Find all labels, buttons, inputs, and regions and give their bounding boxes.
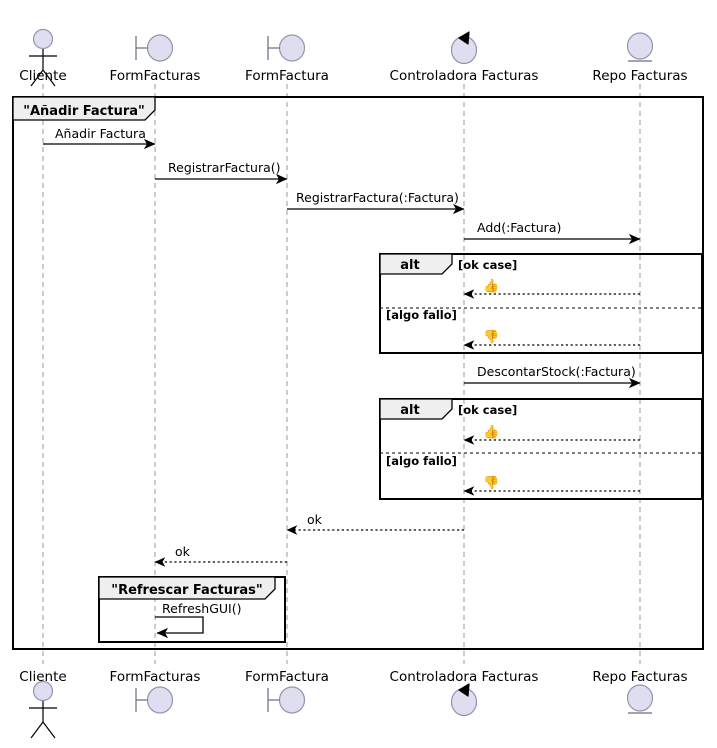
participant-icon-bottom-formfactura: [267, 686, 306, 714]
participants-bottom-layer: Cliente FormFacturas FormFactura Controlado…: [19, 669, 688, 739]
fragment-refrescar-facturas: "Refrescar Facturas": [98, 576, 286, 643]
participant-label-top-controladora-facturas: Controladora Facturas: [390, 68, 539, 84]
fragment-alt-1: alt [ok case] [algo fallo]: [379, 253, 703, 354]
participant-label-top-cliente: Cliente: [19, 68, 66, 84]
message-label-m10: ok: [307, 512, 323, 527]
message-m10: ok: [286, 512, 464, 535]
participant-icon-bottom-formfacturas: [135, 686, 174, 714]
participant-label-bottom-controladora-facturas: Controladora Facturas: [390, 669, 539, 685]
fragment-title-refrescar-facturas: "Refrescar Facturas": [111, 583, 262, 598]
fragment-tab-refrescar-facturas: [98, 576, 276, 600]
participant-icon-top-formfacturas: [135, 34, 174, 62]
message-m4: Add(:Factura): [464, 220, 641, 245]
participant-icon-top-repo-facturas: [626, 32, 654, 62]
fragment-title-alt-1: alt: [400, 258, 419, 273]
message-glyph-thumbs-up-m8: 👍: [483, 424, 499, 440]
participant-label-top-formfactura: FormFactura: [245, 68, 329, 84]
self-message-line-sm1: [155, 616, 204, 639]
message-m3: RegistrarFactura(:Factura): [287, 190, 465, 215]
message-m5: 👍: [463, 278, 640, 299]
participant-label-bottom-cliente: Cliente: [19, 669, 66, 685]
participant-icon-bottom-repo-facturas: [626, 684, 654, 714]
lifelines-layer: [42, 84, 641, 664]
message-glyph-thumbs-up-m5: 👍: [483, 278, 499, 294]
fragment-tab-alt-2: [379, 398, 453, 420]
message-m11: ok: [154, 544, 287, 567]
message-m9: 👎: [463, 475, 640, 496]
participant-icon-top-cliente: [29, 28, 57, 87]
message-label-m7: DescontarStock(:Factura): [477, 364, 636, 379]
message-label-m1: Añadir Factura: [55, 126, 146, 141]
participant-icon-top-formfactura: [267, 34, 306, 62]
participant-label-top-repo-facturas: Repo Facturas: [592, 68, 687, 84]
message-m7: DescontarStock(:Factura): [464, 364, 641, 389]
participant-icon-bottom-cliente: [29, 680, 57, 739]
message-label-m11: ok: [175, 544, 191, 559]
fragment-title-alt-2: alt: [400, 403, 419, 418]
fragment-guard-alt-1-1: [algo fallo]: [386, 308, 457, 322]
message-m6: 👎: [463, 329, 640, 350]
participants-top-layer: Cliente FormFacturas FormFactura Controlado…: [19, 28, 688, 87]
self-message-sm1: RefreshGUI(): [155, 601, 241, 639]
message-glyph-thumbs-down-m6: 👎: [483, 329, 499, 345]
fragment-guard-alt-2-1: [algo fallo]: [386, 454, 457, 468]
fragment-tab-alt-1: [379, 253, 453, 275]
participant-icon-bottom-controladora-facturas: [450, 683, 478, 717]
message-label-m3: RegistrarFactura(:Factura): [296, 190, 459, 205]
fragment-guard-alt-1-0: [ok case]: [458, 258, 517, 272]
participant-label-top-formfacturas: FormFacturas: [110, 68, 201, 84]
fragment-guard-alt-2-0: [ok case]: [458, 403, 517, 417]
message-glyph-thumbs-down-m9: 👎: [483, 475, 499, 491]
participant-label-bottom-formfactura: FormFactura: [245, 669, 329, 685]
message-label-m4: Add(:Factura): [477, 220, 561, 235]
fragment-anadir-factura: "Añadir Factura": [12, 96, 704, 650]
fragment-title-anadir-factura: "Añadir Factura": [23, 104, 145, 119]
fragment-tab-anadir-factura: [12, 96, 156, 121]
message-label-m2: RegistrarFactura(): [168, 160, 281, 175]
message-m8: 👍: [463, 424, 640, 445]
participant-label-bottom-repo-facturas: Repo Facturas: [592, 669, 687, 685]
fragment-alt-2: alt [ok case] [algo fallo]: [379, 398, 703, 500]
message-m2: RegistrarFactura(): [155, 160, 288, 185]
fragments-layer: "Añadir Factura" alt [ok case] [algo fallo]…: [12, 96, 704, 650]
participant-icon-top-controladora-facturas: [450, 31, 478, 65]
participant-label-bottom-formfacturas: FormFacturas: [110, 669, 201, 685]
message-m1: Añadir Factura: [43, 126, 156, 150]
self-message-label-sm1: RefreshGUI(): [162, 601, 241, 616]
